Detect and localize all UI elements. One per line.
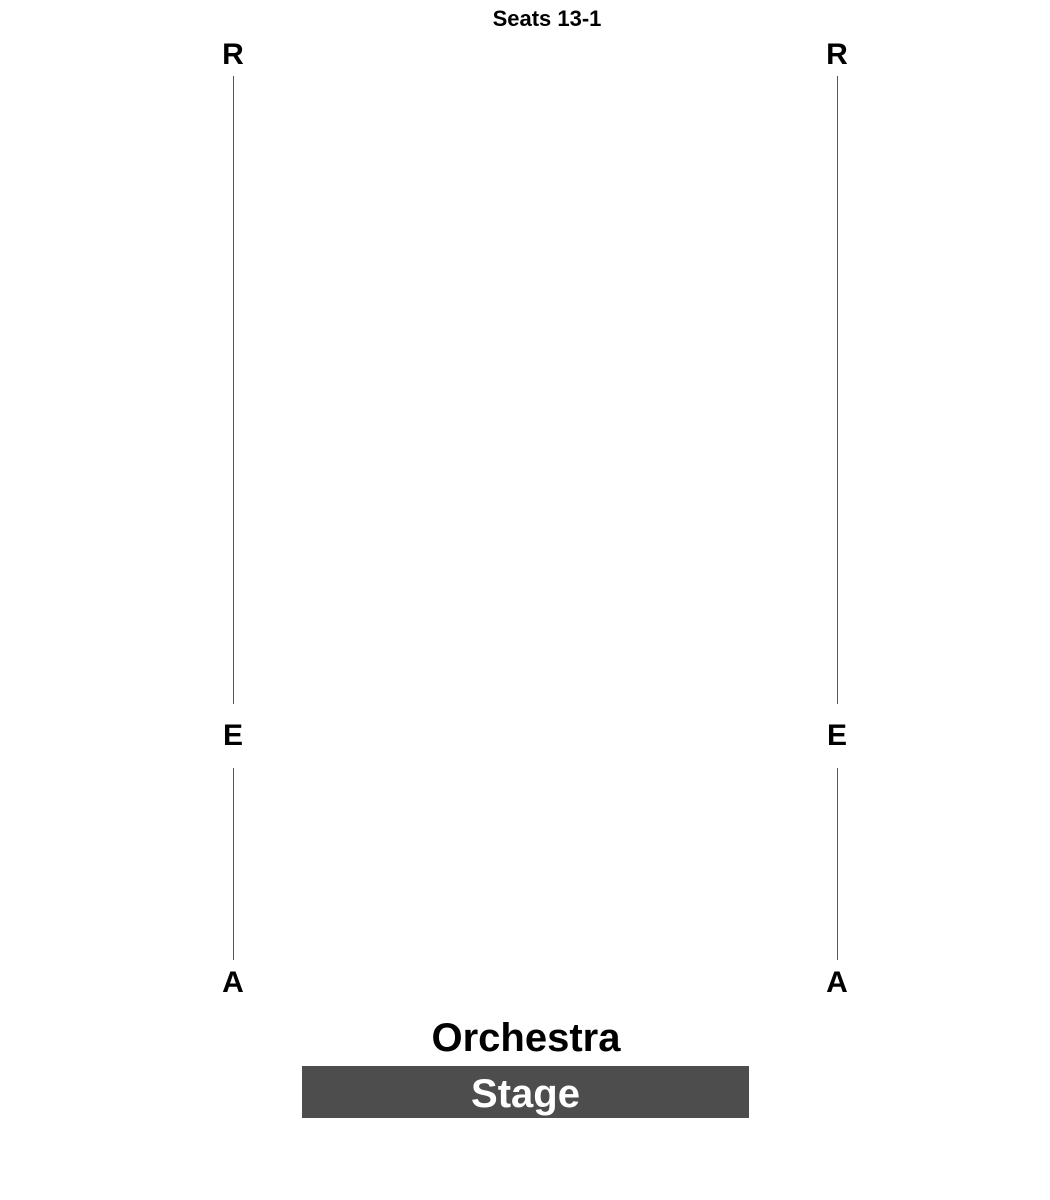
- right-row-letter-mid: E: [826, 719, 847, 752]
- left-row-letter-top: R: [222, 38, 244, 71]
- left-aisle-line-lower: [233, 768, 234, 960]
- right-row-letter-bottom: A: [826, 966, 848, 999]
- seat-range-label: Seats 13-1: [492, 6, 602, 31]
- right-aisle-line-upper: [837, 76, 838, 704]
- left-row-letter-mid: E: [222, 719, 243, 752]
- right-aisle-line-lower: [837, 768, 838, 960]
- left-row-letter-bottom: A: [222, 966, 244, 999]
- left-aisle-line-upper: [233, 76, 234, 704]
- right-row-letter-top: R: [826, 38, 848, 71]
- stage-block: Stage: [302, 1066, 749, 1118]
- section-title: Orchestra: [431, 1016, 621, 1060]
